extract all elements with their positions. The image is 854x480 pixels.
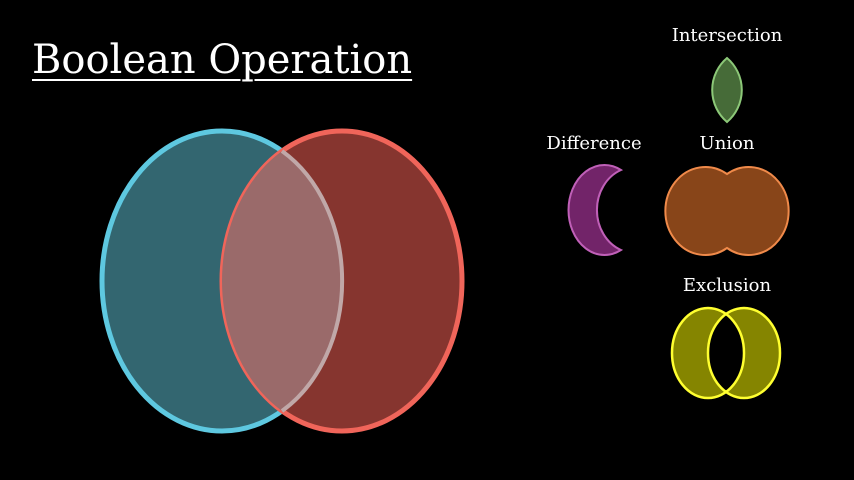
overlap-region [222,131,342,431]
page-title: Boolean Operation [32,37,413,83]
difference-label: Difference [546,133,642,154]
overlap-arc-a [280,149,345,413]
union-label: Union [699,133,755,154]
intersection-shape [711,56,743,124]
intersection-label: Intersection [671,25,783,46]
difference-shape [567,164,624,256]
exclusion-shape [670,306,782,400]
union-shape [664,166,790,256]
exclusion-label: Exclusion [682,275,772,296]
